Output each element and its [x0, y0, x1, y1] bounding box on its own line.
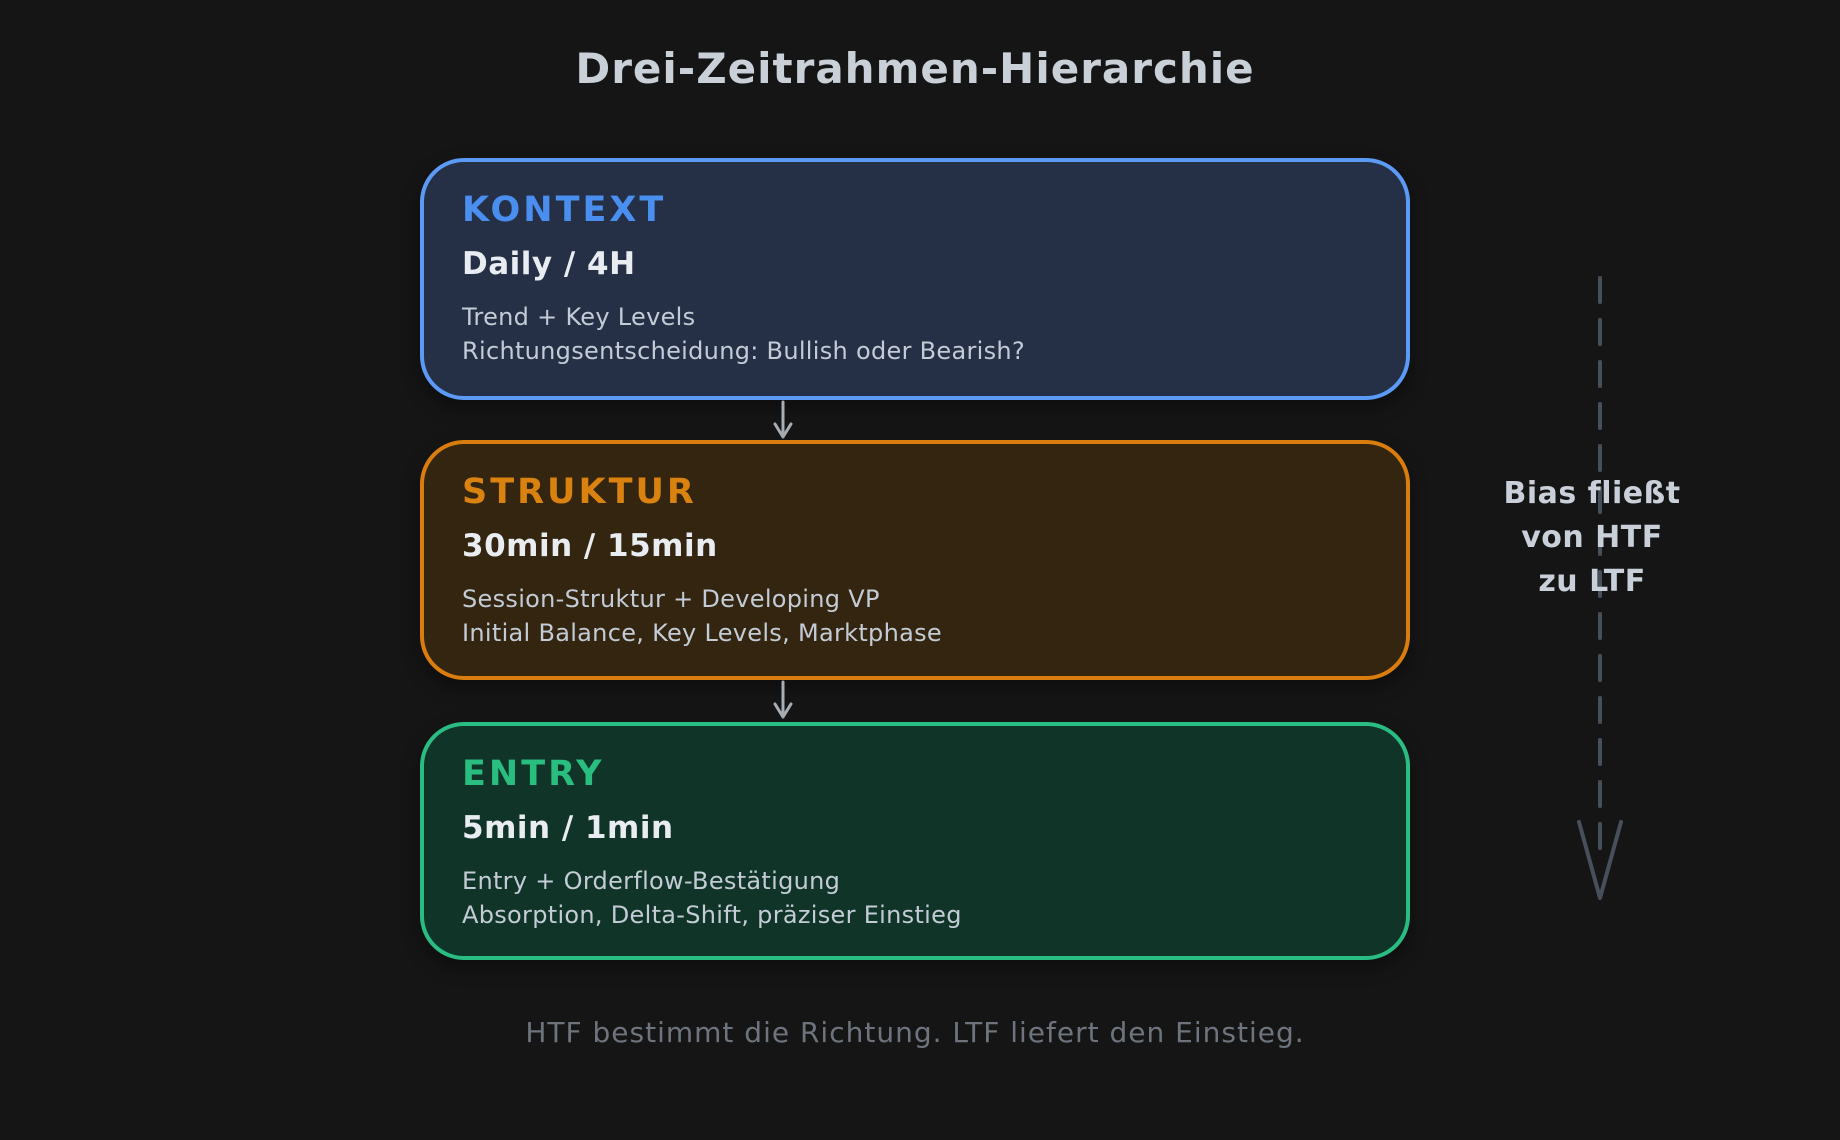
entry-timeframe: 5min / 1min: [462, 810, 674, 846]
bias-note-line-2: von HTF: [1521, 520, 1663, 555]
struktur-description: Session-Struktur + Developing VP Initial…: [462, 582, 1368, 650]
bias-note-line-1: Bias fließt: [1503, 476, 1681, 511]
struktur-timeframe: 30min / 15min: [462, 528, 718, 564]
struktur-label: STRUKTUR: [462, 472, 697, 512]
kontext-box: KONTEXT Daily / 4H Trend + Key Levels Ri…: [420, 158, 1410, 400]
arrow-down-icon: [773, 680, 793, 719]
struktur-desc-line-1: Session-Struktur + Developing VP: [462, 585, 880, 613]
dashed-arrow-down-icon: [1577, 276, 1623, 900]
kontext-label: KONTEXT: [462, 190, 667, 230]
entry-desc-line-2: Absorption, Delta-Shift, präziser Einsti…: [462, 901, 962, 929]
entry-description: Entry + Orderflow-Bestätigung Absorption…: [462, 864, 1368, 932]
kontext-desc-line-2: Richtungsentscheidung: Bullish oder Bear…: [462, 337, 1025, 365]
footer-note: HTF bestimmt die Richtung. LTF liefert d…: [525, 1016, 1305, 1049]
kontext-timeframe: Daily / 4H: [462, 246, 636, 282]
entry-label: ENTRY: [462, 754, 605, 794]
struktur-box: STRUKTUR 30min / 15min Session-Struktur …: [420, 440, 1410, 680]
struktur-desc-line-2: Initial Balance, Key Levels, Marktphase: [462, 619, 942, 647]
arrow-down-icon: [773, 400, 793, 439]
page-title: Drei-Zeitrahmen-Hierarchie: [575, 44, 1255, 93]
bias-note-line-3: zu LTF: [1538, 564, 1646, 599]
kontext-desc-line-1: Trend + Key Levels: [462, 303, 696, 331]
kontext-description: Trend + Key Levels Richtungsentscheidung…: [462, 300, 1368, 368]
bias-flow-note: Bias fließt von HTF zu LTF: [1482, 472, 1702, 604]
entry-desc-line-1: Entry + Orderflow-Bestätigung: [462, 867, 841, 895]
entry-box: ENTRY 5min / 1min Entry + Orderflow-Best…: [420, 722, 1410, 960]
